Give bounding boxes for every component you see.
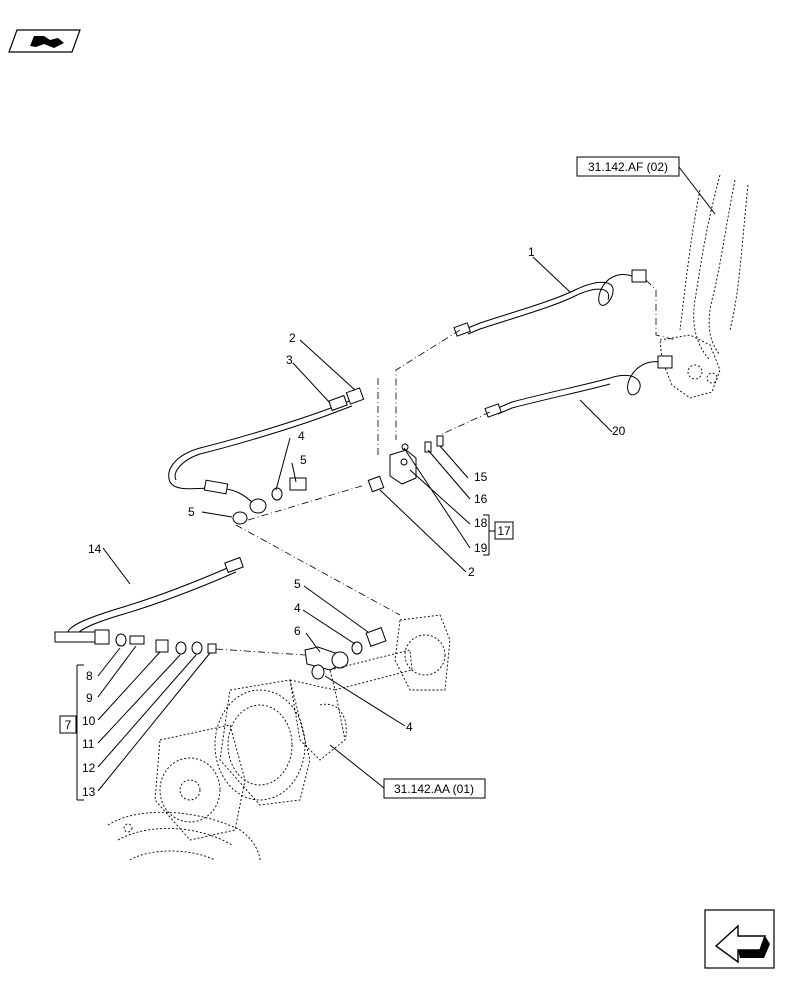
- kit-7-label: 7: [65, 718, 72, 732]
- callout-4-upper[interactable]: 4: [298, 429, 305, 443]
- washer-5-left[interactable]: [232, 511, 248, 525]
- callout-12[interactable]: 12: [82, 761, 96, 775]
- callout-8[interactable]: 8: [86, 669, 93, 683]
- callout-20[interactable]: 20: [612, 424, 626, 438]
- callout-18[interactable]: 18: [474, 516, 488, 530]
- callout-19[interactable]: 19: [474, 541, 488, 555]
- callout-4-lower[interactable]: 4: [294, 601, 301, 615]
- callout-numbers: 1 2 3 4 5 5 20 15 16 18 19 2 14 5 4 6 4 …: [82, 245, 626, 799]
- kit-7-bracket: [76, 664, 84, 801]
- callout-2-lower[interactable]: 2: [468, 565, 475, 579]
- callout-9[interactable]: 9: [86, 691, 93, 705]
- washer-4-lower[interactable]: [351, 641, 363, 655]
- hose-20[interactable]: [484, 355, 673, 418]
- callout-3[interactable]: 3: [286, 353, 293, 367]
- reference-label: 31.142.AF (02): [588, 160, 668, 174]
- callout-6[interactable]: 6: [294, 624, 301, 638]
- next-page-arrow-icon[interactable]: [704, 909, 775, 969]
- callout-13[interactable]: 13: [82, 785, 96, 799]
- leader-lines: [97, 256, 613, 792]
- kit-17-box[interactable]: 17: [494, 521, 514, 540]
- callout-1[interactable]: 1: [528, 245, 535, 259]
- axle-assembly: [107, 614, 451, 861]
- valve-block: [659, 174, 749, 399]
- fitting-6[interactable]: [304, 646, 349, 671]
- callout-10[interactable]: 10: [82, 714, 96, 728]
- hose-1[interactable]: [453, 269, 647, 337]
- bracket-18[interactable]: [389, 435, 444, 485]
- washer-4-upper[interactable]: [271, 487, 283, 501]
- reference-label: 31.142.AA (01): [394, 782, 474, 796]
- callout-15[interactable]: 15: [474, 470, 488, 484]
- reference-31-142-aa-01[interactable]: 31.142.AA (01): [329, 744, 486, 799]
- fitting-19[interactable]: [367, 475, 385, 493]
- kit-7-parts[interactable]: [115, 633, 306, 656]
- hose-3[interactable]: [168, 387, 365, 514]
- fitting-5-lower[interactable]: [365, 627, 387, 647]
- callout-5-left[interactable]: 5: [188, 505, 195, 519]
- callout-4-bottom[interactable]: 4: [406, 720, 413, 734]
- callout-16[interactable]: 16: [474, 492, 488, 506]
- washer-4-bottom[interactable]: [311, 664, 325, 680]
- kit-17-label: 17: [497, 524, 511, 538]
- book-icon[interactable]: [8, 29, 81, 53]
- callout-5-upper[interactable]: 5: [300, 453, 307, 467]
- callout-5-lower[interactable]: 5: [294, 577, 301, 591]
- fitting-5-upper[interactable]: [289, 477, 307, 491]
- kit-7-box[interactable]: 7: [59, 715, 77, 734]
- callout-14[interactable]: 14: [88, 542, 102, 556]
- callout-2-upper[interactable]: 2: [289, 331, 296, 345]
- hose-14[interactable]: [54, 556, 244, 645]
- reference-31-142-af-02[interactable]: 31.142.AF (02): [576, 156, 716, 215]
- kit-17-bracket: [483, 514, 495, 556]
- callout-11[interactable]: 11: [82, 737, 95, 751]
